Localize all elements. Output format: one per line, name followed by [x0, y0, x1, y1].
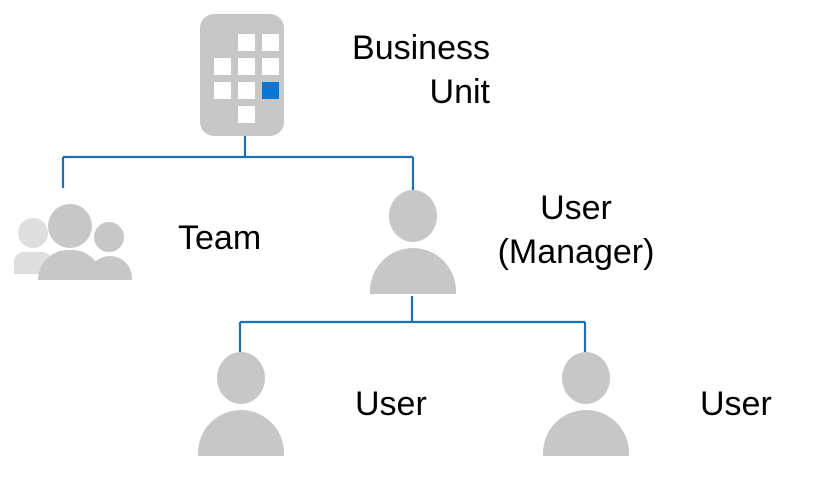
- building-window: [238, 106, 255, 123]
- user-left-icon: [198, 352, 284, 458]
- business-unit-label: Business Unit: [352, 29, 490, 111]
- building-window: [262, 58, 279, 75]
- user-manager-icon: [370, 190, 456, 296]
- user-right-body: [543, 410, 629, 456]
- building-window-highlighted: [262, 82, 279, 99]
- user-left-head: [217, 352, 265, 404]
- user-right-icon: [543, 352, 629, 458]
- building-window: [238, 82, 255, 99]
- user-left-body: [198, 410, 284, 456]
- building-window: [238, 34, 255, 51]
- building-window: [214, 82, 231, 99]
- user-manager-body: [370, 248, 456, 294]
- team-label: Team: [178, 219, 262, 257]
- building-window: [214, 58, 231, 75]
- user-right-label: User: [700, 385, 772, 423]
- team-icon: [14, 200, 134, 282]
- user-manager-label: User (Manager): [497, 189, 655, 271]
- building-window: [238, 58, 255, 75]
- user-right-head: [562, 352, 610, 404]
- user-left-label: User: [355, 385, 427, 423]
- team-person-right-head: [94, 222, 124, 252]
- team-person-center-head: [48, 204, 92, 248]
- team-person-left-head: [18, 218, 48, 248]
- building-icon: [200, 14, 284, 136]
- user-manager-head: [389, 190, 437, 242]
- building-window: [262, 34, 279, 51]
